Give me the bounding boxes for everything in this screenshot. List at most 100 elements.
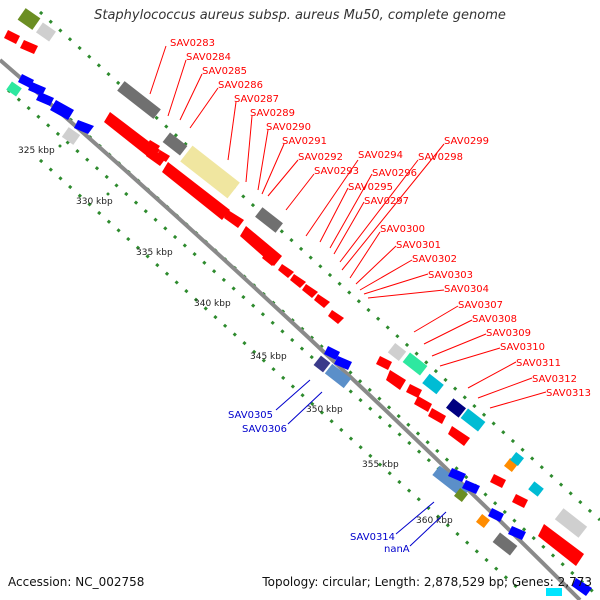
feature-blue-arrow <box>18 74 34 88</box>
gene-label: SAV0299 <box>444 136 489 147</box>
feature-red-arrow <box>414 396 432 412</box>
feature-red-arrow <box>406 384 422 398</box>
topology-value: circular <box>322 575 367 589</box>
gene-label: SAV0313 <box>546 388 591 399</box>
outer-dotted-ring <box>7 10 600 600</box>
gene-label: SAV0293 <box>314 166 359 177</box>
feature-red-arrow <box>302 284 318 298</box>
feature-red-arrow <box>278 264 294 278</box>
feature-red-arrow <box>104 112 160 160</box>
feature-red-arrow <box>428 408 446 424</box>
feature-red-arrow <box>386 370 406 390</box>
feature-red-arrow <box>490 474 506 488</box>
feature-red-arrow <box>4 30 20 44</box>
genes-value: 2,773 <box>557 575 592 589</box>
gene-label: SAV0303 <box>428 270 473 281</box>
gene-label: nanA <box>384 544 410 555</box>
tick-labels: 325 kbp 330 kbp 335 kbp 340 kbp 345 kbp … <box>18 144 453 526</box>
feature-red-arrow <box>512 494 528 508</box>
blue-gene-labels <box>275 379 447 547</box>
feature-cyan-block <box>460 408 486 432</box>
feature-orange-block <box>475 513 491 529</box>
tick-label: 355 kbp <box>362 460 399 470</box>
tick-label: 340 kbp <box>194 299 231 309</box>
feature-cyan-block <box>528 481 544 497</box>
gene-label: SAV0309 <box>486 328 531 339</box>
feature-trna-block <box>117 81 161 119</box>
length-label: Length: <box>374 575 421 589</box>
accession-info: Accession: NC_002758 <box>8 575 144 589</box>
gene-label: SAV0285 <box>202 66 247 77</box>
feature-grey-block <box>61 127 81 145</box>
feature-trna-block <box>162 132 188 156</box>
feature-red-arrow <box>224 210 244 228</box>
feature-red-arrow <box>262 252 278 266</box>
feature-trna-block <box>255 207 283 233</box>
gene-label: SAV0314 <box>350 532 395 543</box>
red-gene-labels <box>149 45 547 409</box>
gene-label: SAV0305 <box>228 410 273 421</box>
blue-gene-label-text: SAV0305 SAV0306 SAV0314 nanA <box>228 410 410 555</box>
gene-label: SAV0287 <box>234 94 279 105</box>
gene-label: SAV0300 <box>380 224 425 235</box>
gene-label: SAV0308 <box>472 314 517 325</box>
feature-blue-arrow <box>28 82 46 96</box>
feature-green-block <box>453 487 469 503</box>
gene-label: SAV0302 <box>412 254 457 265</box>
feature-blue-arrow <box>488 508 504 522</box>
feature-blue-arrow <box>50 100 74 120</box>
gene-label: SAV0296 <box>372 168 417 179</box>
gene-label: SAV0311 <box>516 358 561 369</box>
accession-label: Accession: <box>8 575 72 589</box>
red-gene-label-text: SAV0283 SAV0284 SAV0285 SAV0286 SAV0287 … <box>170 38 591 399</box>
feature-navy-block <box>446 398 466 418</box>
tick-label: 330 kbp <box>76 197 113 207</box>
feature-yellow-block <box>180 145 240 199</box>
feature-red-arrow <box>314 294 330 308</box>
tick-label: 335 kbp <box>136 248 173 258</box>
genes-label: Genes: <box>511 575 554 589</box>
feature-steelblue-block <box>324 363 352 389</box>
feature-teal-block <box>6 81 22 97</box>
feature-blue-arrow <box>508 526 526 540</box>
gene-label: SAV0306 <box>242 424 287 435</box>
gene-label: SAV0286 <box>218 80 263 91</box>
feature-grey-block <box>554 508 588 538</box>
feature-green-block <box>17 8 41 30</box>
tick-label: 325 kbp <box>18 146 55 156</box>
feature-red-arrow <box>146 140 160 152</box>
topology-label: Topology: <box>262 575 319 589</box>
tick-label: 360 kbp <box>416 516 453 526</box>
feature-cyan-block <box>422 373 444 395</box>
gene-label: SAV0298 <box>418 152 463 163</box>
gene-label: SAV0294 <box>358 150 403 161</box>
feature-grey-block <box>36 22 56 42</box>
feature-blue-arrow <box>324 346 340 360</box>
feature-cyan-block <box>546 588 562 596</box>
page-title: Staphylococcus aureus subsp. aureus Mu50… <box>94 8 506 23</box>
tick-label: 350 kbp <box>306 405 343 415</box>
gene-label: SAV0292 <box>298 152 343 163</box>
feature-trna-block <box>492 532 518 556</box>
feature-grey-block <box>387 342 407 362</box>
gene-label: SAV0297 <box>364 196 409 207</box>
gene-label: SAV0312 <box>532 374 577 385</box>
gene-label: SAV0284 <box>186 52 231 63</box>
feature-navy-block <box>313 355 331 373</box>
gene-label: SAV0283 <box>170 38 215 49</box>
feature-blue-arrow <box>334 356 352 370</box>
feature-red-arrow <box>448 426 470 446</box>
feature-blue-arrow <box>572 578 592 596</box>
gene-label: SAV0290 <box>266 122 311 133</box>
gene-label: SAV0291 <box>282 136 327 147</box>
genome-stats: Topology: circular; Length: 2,878,529 bp… <box>262 575 592 589</box>
gene-label: SAV0310 <box>500 342 545 353</box>
gene-label: SAV0289 <box>250 108 295 119</box>
feature-red-arrow <box>538 524 584 566</box>
feature-red-arrow <box>376 356 392 370</box>
accession-value: NC_002758 <box>75 575 145 589</box>
feature-red-arrow <box>20 40 38 54</box>
feature-blue-arrow <box>448 468 466 482</box>
feature-red-arrow <box>162 162 230 220</box>
